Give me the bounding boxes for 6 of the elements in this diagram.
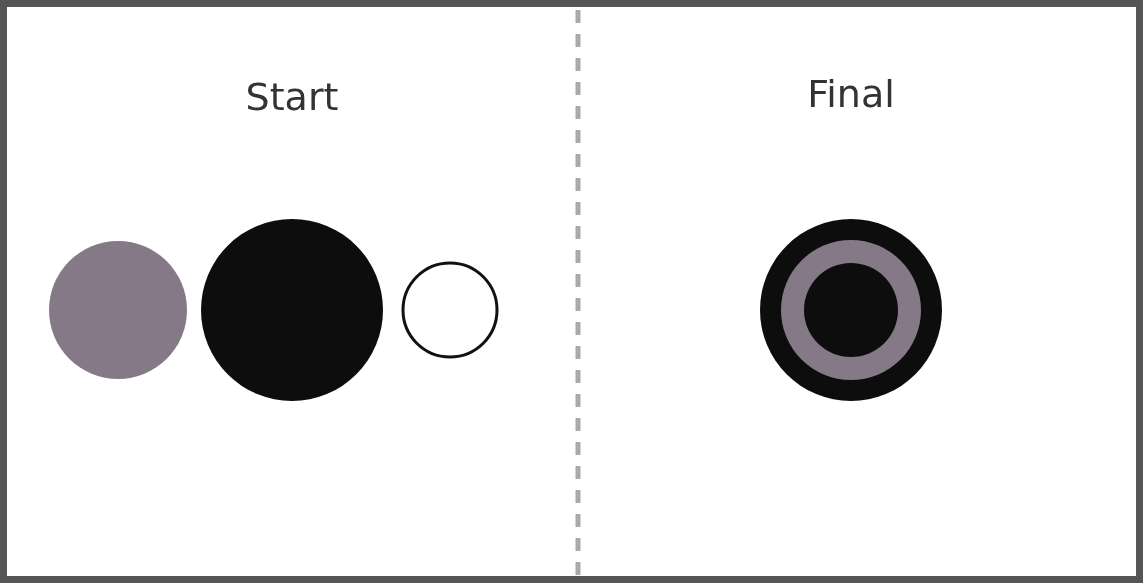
outline-circle bbox=[401, 261, 499, 359]
filled-circle bbox=[201, 219, 383, 401]
heading: Final bbox=[807, 72, 895, 116]
heading: Start bbox=[245, 75, 339, 119]
filled-circle bbox=[49, 241, 187, 379]
concentric-circles bbox=[760, 219, 942, 401]
